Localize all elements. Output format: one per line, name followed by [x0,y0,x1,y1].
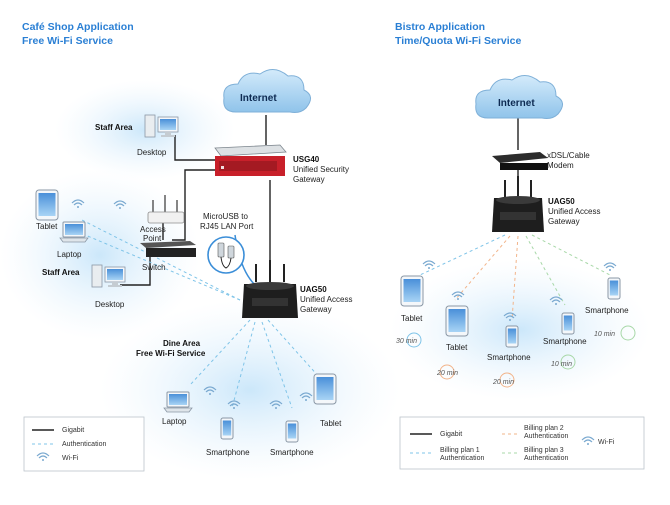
bistro-glow [390,260,650,400]
bistro-phone1-label: Smartphone [487,353,531,362]
bistro-tablet1-wifi-icon [422,260,436,270]
desktop-mid-label: Desktop [95,300,125,309]
uag50-cafe-device [242,260,298,318]
microusb-adapter [207,236,245,274]
bistro-legend-plan1-l1: Billing plan 1 [440,447,480,454]
modem-device [492,152,548,170]
laptop-left-icon [59,221,89,243]
bistro-phone3-icon [607,277,621,300]
bistro-phone2-label: Smartphone [543,337,587,346]
cafe-legend-wifi: Wi-Fi [62,455,79,462]
bistro-legend-plan2-l1: Billing plan 2 [524,425,564,432]
uag50-cafe-desc1: Unified Access [300,295,352,304]
desktop-top-label: Desktop [137,148,167,157]
dine-area-label1: Dine Area [163,339,201,348]
usg40-desc2: Gateway [293,175,325,184]
cafe-legend-auth: Authentication [62,441,106,448]
uag50-bistro-desc2: Gateway [548,217,580,226]
bistro-tablet1-time: 30 min [396,338,417,345]
bistro-title-line1: Bistro Application [395,21,485,33]
smartphone2-label: Smartphone [270,448,314,457]
bistro-tablet1-icon [400,275,424,307]
modem-label2: Modem [547,161,574,170]
smartphone1-label: Smartphone [206,448,250,457]
bistro-phone2-time: 10 min [551,361,572,368]
staff-area-mid-label: Staff Area [42,268,80,277]
bistro-phone1-time: 20 min [492,379,514,386]
bistro-phone2-icon [561,312,575,335]
cafe-internet-label: Internet [240,93,277,104]
bistro-tablet2-label: Tablet [446,343,468,352]
microusb-label1: MicroUSB to [203,212,248,221]
smartphone1-icon [220,417,234,440]
bistro-legend-plan3-l1: Billing plan 3 [524,447,564,454]
uag50-cafe-name: UAG50 [300,285,327,294]
tablet-bottom-icon [313,373,337,405]
access-point-label2: Point [143,234,162,243]
bistro-timer5-icon [620,325,636,341]
bistro-legend: Gigabit Billing plan 1 Authentication Bi… [399,416,645,470]
bistro-phone1-icon [505,325,519,348]
bistro-phone3-wifi-icon [603,262,617,272]
uag50-bistro-device [492,176,544,232]
bistro-legend-gigabit: Gigabit [440,431,462,438]
cafe-legend: Gigabit Authentication Wi-Fi [23,416,145,472]
bistro-legend-plan3-l2: Authentication [524,455,568,462]
usg40-device [214,144,287,176]
laptop-left-label: Laptop [57,250,82,259]
tablet-left-label: Tablet [36,222,58,231]
bistro-timer1-icon [406,332,422,348]
bistro-plan-links [419,234,611,321]
cafe-title-line1: Café Shop Application [22,21,134,33]
switch-label: Switch [142,263,166,272]
bistro-phone3-time: 10 min [594,331,615,338]
cafe-auth-links [77,219,321,409]
tablet-left-icon [35,189,59,221]
bistro-tablet1-label: Tablet [401,314,423,323]
modem-label1: xDSL/Cable [547,151,590,160]
cafe-title-line2: Free Wi-Fi Service [22,35,113,47]
bistro-timer4-icon [560,354,576,370]
uag50-bistro-desc1: Unified Access [548,207,600,216]
bistro-tablet2-icon [445,305,469,337]
bistro-timer2-icon [439,364,455,380]
microusb-label2: RJ45 LAN Port [200,222,254,231]
dine-area-label2: Free Wi-Fi Service [136,349,206,358]
dine-area-glow [100,300,400,480]
bistro-tablet2-time: 20 min [436,370,458,377]
bistro-timer3-icon [499,372,515,388]
cafe-gigabit-links [120,115,271,286]
cafe-internet-cloud: Internet [223,69,311,113]
bistro-legend-wifi: Wi-Fi [598,439,615,446]
bistro-legend-plan2-l2: Authentication [524,433,568,440]
tablet-bottom-label: Tablet [320,419,342,428]
access-point-device [147,195,185,224]
usg40-desc1: Unified Security [293,165,349,174]
bistro-legend-plan1-l2: Authentication [440,455,484,462]
uag50-cafe-desc2: Gateway [300,305,332,314]
laptop-bottom-icon [163,391,193,413]
smartphone2-icon [285,420,299,443]
bistro-internet-cloud: Internet [475,75,563,119]
staff-area-top-label: Staff Area [95,123,133,132]
cafe-legend-gigabit: Gigabit [62,427,84,434]
bistro-internet-label: Internet [498,98,535,109]
uag50-bistro-name: UAG50 [548,197,575,206]
switch-device [140,241,196,257]
bistro-phone3-label: Smartphone [585,306,629,315]
usg40-name: USG40 [293,155,320,164]
access-point-label1: Access [140,225,166,234]
laptop-bottom-label: Laptop [162,417,187,426]
bistro-title-line2: Time/Quota Wi-Fi Service [395,35,521,47]
